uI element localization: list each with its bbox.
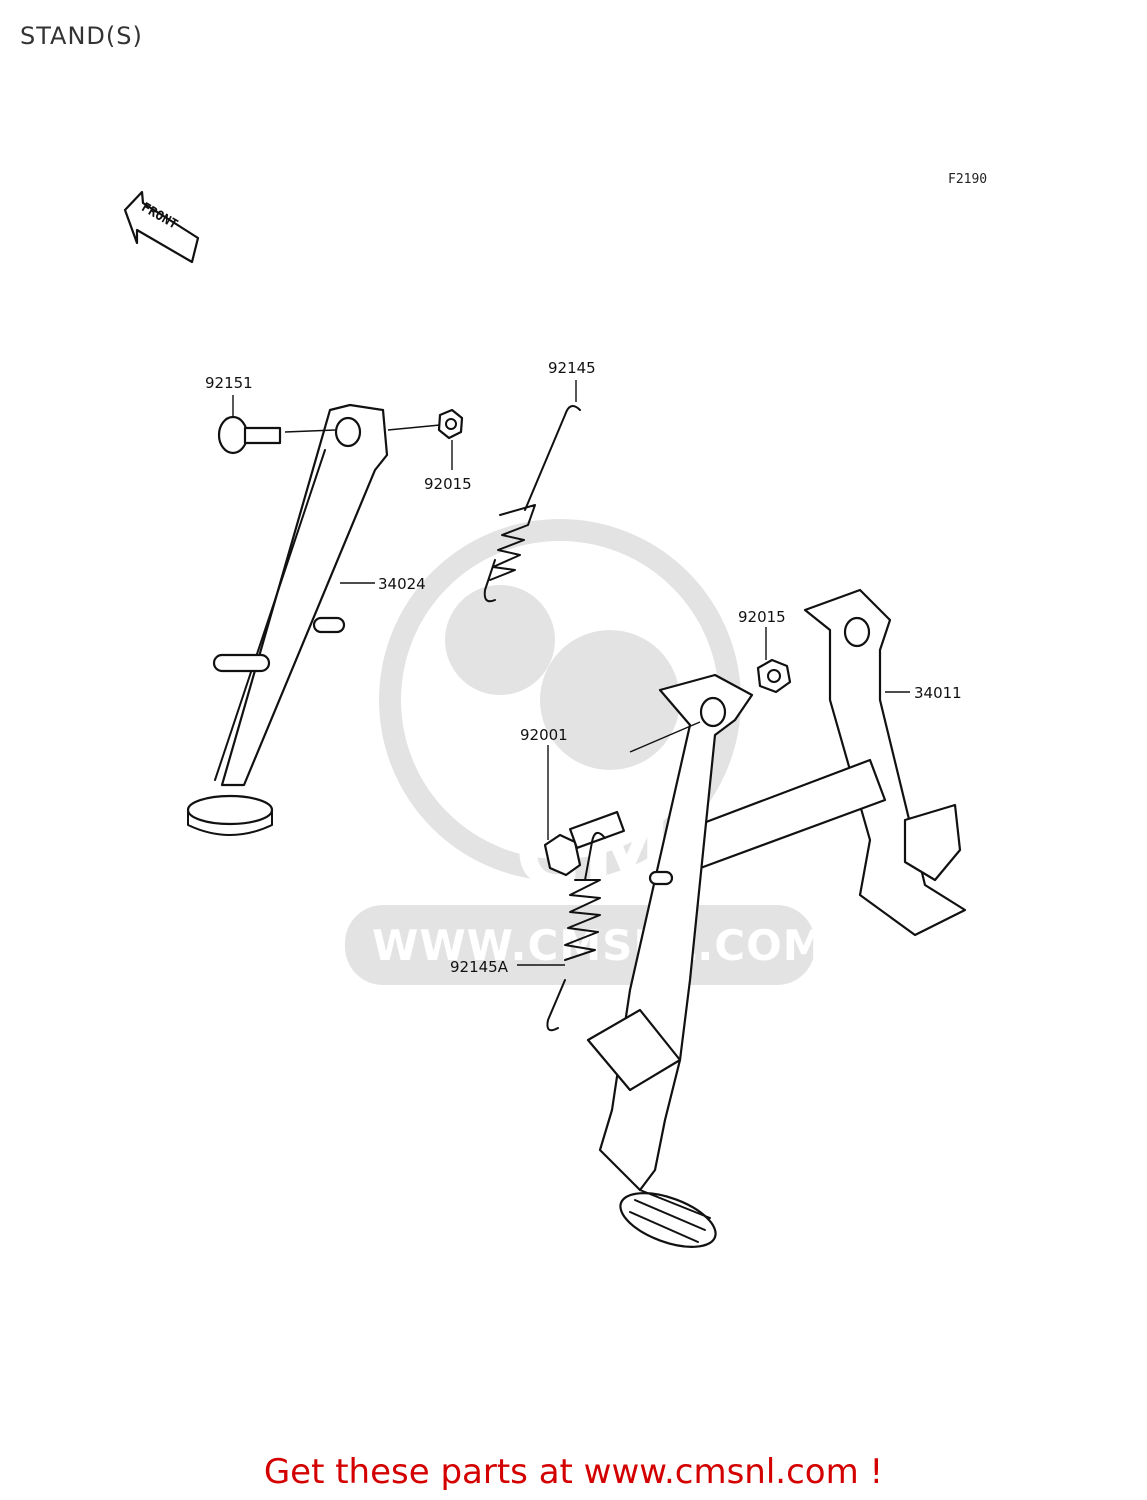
bolt-92001 [543,810,626,877]
page-title: STAND(S) [20,22,143,50]
watermark-url: WWW.CMSNL.COM [372,921,826,970]
figure-code: F2190 [948,172,988,187]
part-label-92015-right: 92015 [738,608,786,626]
footer-link[interactable]: Get these parts at www.cmsnl.com ! [263,1452,884,1492]
nut-92015-top [437,408,464,440]
part-label-92151: 92151 [205,374,253,392]
part-label-92001: 92001 [520,726,568,744]
part-label-92015-top: 92015 [424,475,472,493]
cms-watermark-logo: CMS WWW.CMSNL.COM [345,519,826,985]
part-label-92145: 92145 [548,359,596,377]
front-arrow-icon: FRONT [123,190,200,264]
part-label-92145a: 92145A [450,958,509,976]
nut-92015-right [756,658,792,694]
part-label-34024: 34024 [378,575,426,593]
spring-92145a [546,831,606,1032]
spring-92145 [483,405,581,603]
part-label-34011: 34011 [914,684,962,702]
watermark-banner [345,905,815,985]
side-stand-34024 [186,403,389,836]
center-stand-34011 [586,588,967,1248]
bolt-92151 [217,415,282,455]
